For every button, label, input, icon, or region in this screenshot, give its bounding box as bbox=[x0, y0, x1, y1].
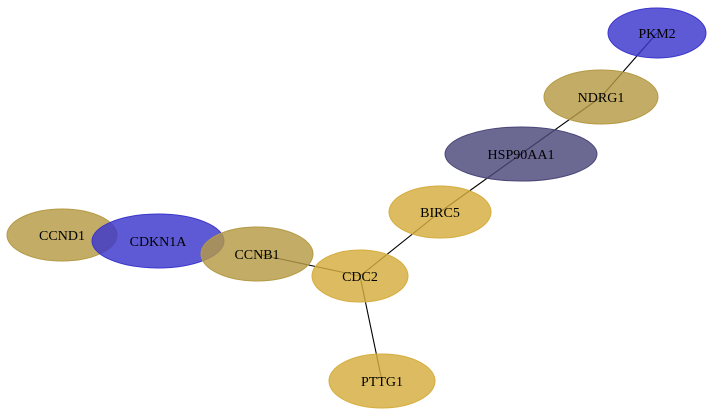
node-shape-pttg1[interactable] bbox=[328, 353, 436, 409]
node-label-ndrg1: NDRG1 bbox=[578, 91, 625, 106]
node-shape-ccnb1[interactable] bbox=[200, 226, 314, 282]
node-layer: CCND1 CDKN1A CCNB1 PKM2NDRG1HSP90AA1BIRC5CD… bbox=[6, 7, 707, 409]
node-ndrg1[interactable]: NDRG1 bbox=[543, 69, 659, 125]
node-label-pkm2: PKM2 bbox=[638, 27, 675, 42]
node-shape-cdc2[interactable] bbox=[311, 249, 409, 303]
node-label-hsp90aa1: HSP90AA1 bbox=[488, 148, 555, 163]
node-ccnb1[interactable]: CCNB1 bbox=[200, 226, 314, 282]
node-label-cdkn1a: CDKN1A bbox=[130, 235, 188, 250]
node-label-ccnd1: CCND1 bbox=[39, 229, 85, 244]
node-hsp90aa1[interactable]: HSP90AA1 bbox=[444, 126, 598, 182]
node-cdc2[interactable]: CDC2 bbox=[311, 249, 409, 303]
node-shape-birc5[interactable] bbox=[388, 185, 492, 239]
node-pkm2[interactable]: PKM2 bbox=[607, 7, 707, 59]
node-label-ccnb1: CCNB1 bbox=[234, 248, 279, 263]
node-ccnd1[interactable]: CCND1 bbox=[6, 208, 118, 262]
node-label-birc5: BIRC5 bbox=[420, 206, 460, 221]
node-cdkn1a[interactable]: CDKN1A bbox=[91, 213, 225, 269]
node-birc5[interactable]: BIRC5 bbox=[388, 185, 492, 239]
node-label-pttg1: PTTG1 bbox=[361, 375, 403, 390]
node-shape-hsp90aa1[interactable] bbox=[444, 126, 598, 182]
node-label-cdc2: CDC2 bbox=[342, 270, 378, 285]
node-shape-ndrg1[interactable] bbox=[543, 69, 659, 125]
node-pttg1[interactable]: PTTG1 bbox=[328, 353, 436, 409]
node-shape-pkm2[interactable] bbox=[607, 7, 707, 59]
